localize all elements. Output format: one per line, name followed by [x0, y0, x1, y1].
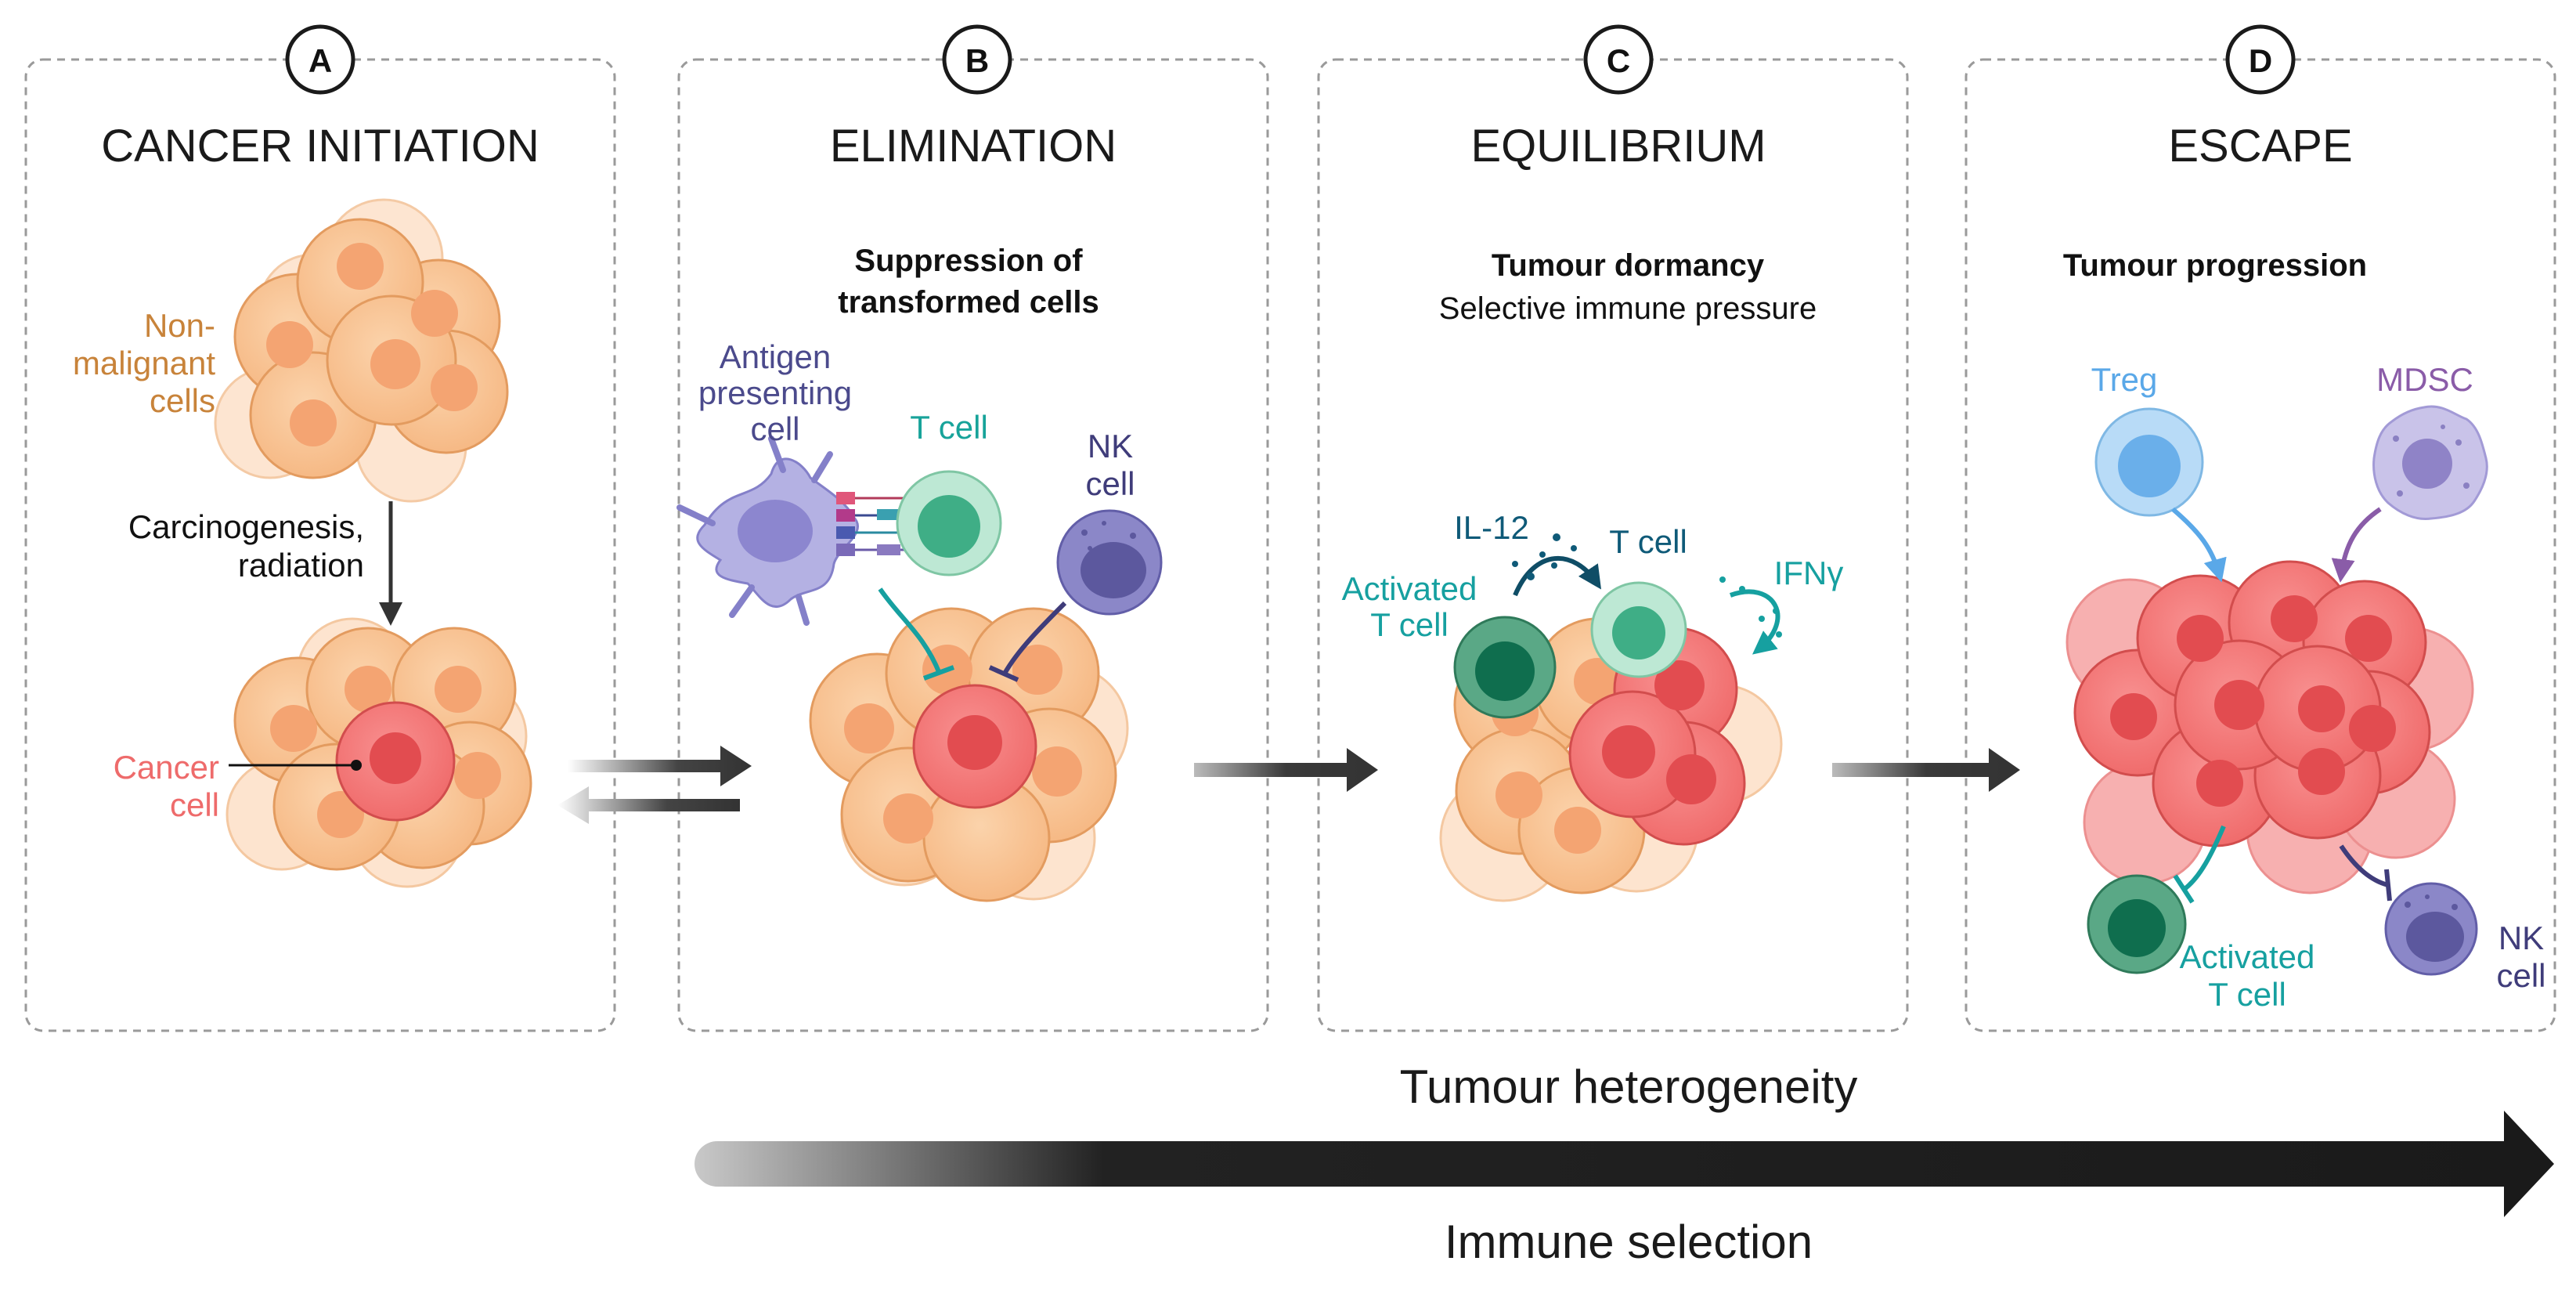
mdsc-label: MDSC	[2376, 361, 2473, 398]
antigen-presenting-cell	[676, 435, 912, 626]
nk-cell-b	[1056, 509, 1163, 616]
apc-label-1: Antigen	[720, 338, 831, 375]
activated-t-cell-d-label-1: Activated	[2180, 938, 2315, 975]
panel-d-title: ESCAPE	[2168, 121, 2352, 172]
tumor-cluster-d	[2065, 560, 2474, 894]
normal-cell-cluster	[214, 198, 509, 503]
t-cell-c-label: T cell	[1609, 523, 1687, 560]
panel-b-subtitle-2: transformed cells	[838, 285, 1099, 320]
panel-c-subtitle: Selective immune pressure	[1439, 291, 1817, 326]
treg-cell	[2094, 407, 2204, 517]
panel-a-letter: A	[308, 42, 332, 79]
nk-suppression-d	[2339, 844, 2389, 887]
t-cell-inhibition-b	[878, 587, 942, 675]
transition-b-c-arrow	[1194, 748, 1378, 792]
immune-selection-label: Immune selection	[1445, 1216, 1813, 1268]
treg-arrow	[2171, 507, 2227, 583]
mdsc-arrow	[2331, 507, 2382, 583]
panel-b-subtitle-1: Suppression of	[854, 244, 1083, 278]
panel-frames	[24, 58, 2556, 1032]
nk-inhibition-b	[1002, 601, 1067, 675]
apc-label-3: cell	[750, 410, 799, 447]
nk-cell-d-label-2: cell	[2496, 957, 2545, 994]
carcinogenesis-label-2: radiation	[238, 547, 364, 584]
transition-c-d-arrow	[1832, 748, 2020, 792]
t-cell-b	[896, 470, 1002, 576]
non-malignant-label-1: Non-	[144, 307, 215, 344]
nk-cell-b-label-1: NK	[1088, 428, 1133, 464]
cancer-cell-label-2: cell	[170, 786, 219, 823]
nk-cell-b-label-2: cell	[1085, 465, 1135, 502]
nk-cell-d-label-1: NK	[2498, 920, 2544, 956]
panel-d-frame	[1964, 58, 2556, 1032]
panel-b-letter: B	[965, 42, 989, 79]
mdsc-cell	[2372, 405, 2488, 521]
activated-t-cell-c	[1453, 616, 1557, 719]
cancer-cell-label-1: Cancer	[114, 749, 219, 786]
panel-b-title: ELIMINATION	[830, 121, 1117, 172]
apc-label-2: presenting	[698, 374, 852, 411]
t-cell-b-label: T cell	[910, 409, 988, 446]
panel-c-title: EQUILIBRIUM	[1470, 121, 1766, 172]
tumor-cluster-b	[809, 607, 1129, 902]
carcinogenesis-label-1: Carcinogenesis,	[128, 508, 364, 545]
panel-d-badge: D	[2225, 24, 2296, 95]
non-malignant-label-2: malignant	[73, 345, 215, 381]
panel-b-frame	[677, 58, 1269, 1032]
panel-b-badge: B	[942, 24, 1012, 95]
non-malignant-label-3: cells	[150, 382, 215, 419]
progression-arrow	[695, 1111, 2554, 1217]
t-cell-c	[1590, 581, 1687, 678]
ifng-molecules	[1719, 576, 1782, 638]
ifng-label: IFNγ	[1774, 555, 1844, 591]
ifng-arrow	[1729, 589, 1780, 655]
panel-c-frame	[1317, 58, 1909, 1032]
t-cell-suppression-d	[2183, 825, 2226, 891]
nk-cell-d	[2384, 882, 2478, 976]
il12-label: IL-12	[1454, 509, 1529, 546]
activated-t-cell-d-label-2: T cell	[2208, 976, 2286, 1013]
treg-label: Treg	[2091, 361, 2158, 398]
panel-c-subtitle-bold: Tumour dormancy	[1492, 248, 1765, 283]
transition-a-b-arrows	[557, 746, 752, 824]
panel-a-badge: A	[285, 24, 355, 95]
panel-a-title: CANCER INITIATION	[101, 121, 539, 172]
activated-t-cell-c-label-2: T cell	[1370, 606, 1449, 643]
il12-arrow	[1513, 556, 1601, 597]
activated-t-cell-c-label-1: Activated	[1342, 570, 1477, 607]
activated-t-cell-d	[2087, 874, 2187, 974]
panel-c-letter: C	[1607, 42, 1630, 79]
panel-d-letter: D	[2249, 42, 2272, 79]
panel-a-frame	[24, 58, 616, 1032]
panel-c-badge: C	[1583, 24, 1654, 95]
il12-molecules	[1512, 533, 1577, 580]
early-tumor-cluster	[225, 617, 532, 888]
tumour-heterogeneity-label: Tumour heterogeneity	[1400, 1061, 1858, 1113]
panel-d-subtitle-bold: Tumour progression	[2063, 248, 2367, 283]
